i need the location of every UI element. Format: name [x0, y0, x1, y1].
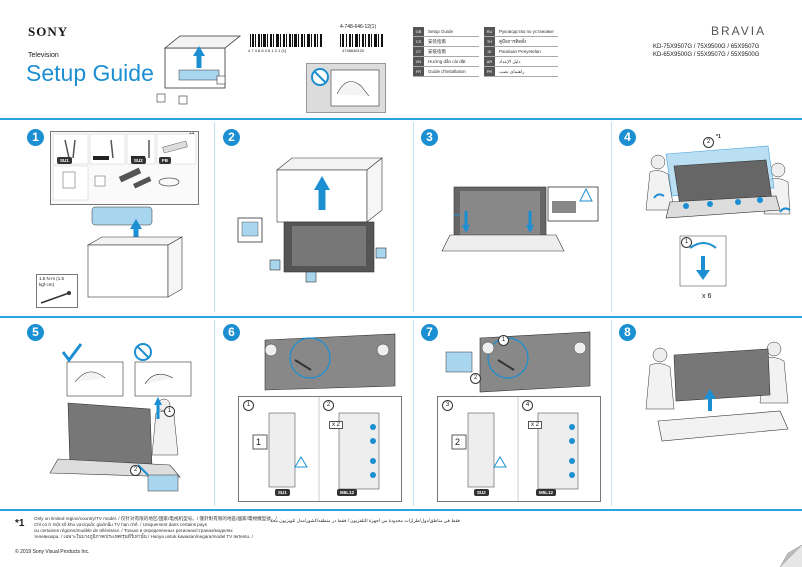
step-6-tag-su1: SU1	[275, 489, 290, 496]
barcode-left-digits: 4 7 4 8 6 4 6 1 2 1 (1)	[248, 48, 287, 53]
step-6-number: 6	[223, 324, 240, 341]
step-1-box-illustration	[86, 206, 184, 298]
header-box-illustration	[156, 35, 242, 105]
footnote-line: ou certaines régions/modèle de téléviseu…	[34, 528, 233, 533]
step-7-overview-illustration	[445, 331, 591, 393]
step-6-multiplier: x 2	[329, 421, 344, 429]
step-2-number: 2	[223, 129, 240, 146]
category-label: Television	[28, 52, 59, 59]
step-7-detail-panel: 3 4 2 x 2 SU2 M5L12	[437, 396, 601, 502]
step-4-star: *1	[716, 134, 721, 140]
step-7-tag-su2: SU2	[474, 489, 489, 496]
model-list-line1: KD-75X9507G / 75X9500G / 65X9507G	[653, 44, 760, 50]
column-divider	[611, 320, 612, 506]
step-6-tag-m5l12: M5L12	[337, 489, 358, 496]
step-5-stand-illustration	[49, 397, 181, 492]
barcode-right-digits: 4748646120	[342, 48, 365, 53]
step-6-badge: 1	[256, 437, 262, 447]
brand-logo: SONY	[28, 24, 69, 39]
footnote-line: Chỉ có ở một số khu vực/quốc gia/mẫu TV …	[34, 522, 207, 527]
column-divider	[214, 122, 215, 312]
model-list-line2: KD-65X9500G / 55X9507G / 55X9500G	[653, 52, 760, 58]
step-7-tag-m5l12: M5L12	[536, 489, 557, 496]
step-7-sub-3: 3	[442, 400, 453, 411]
footnote-mark: *1	[15, 518, 25, 529]
footnote-text: Only on limited region/country/TV model.…	[34, 516, 277, 540]
step-7-callout-1: 1	[498, 335, 509, 346]
barcode-right	[340, 34, 383, 47]
page-curl	[779, 544, 802, 567]
step-8-number: 8	[619, 324, 636, 341]
part-label-su2: SU2	[131, 157, 146, 164]
step-3-tv-base-illustration	[441, 186, 599, 252]
step-4-number: 4	[619, 129, 636, 146]
footnote-line: Only on limited region/country/TV model.…	[34, 516, 277, 521]
step-4-callout-1: 1	[681, 237, 692, 248]
step-6-overview-illustration	[264, 333, 396, 391]
part-label-fb: FB	[159, 157, 171, 164]
step-3-number: 3	[421, 129, 438, 146]
parts-panel: *1 SU1 SU2 FB	[50, 131, 199, 205]
step-8-place-tv-illustration	[645, 341, 789, 442]
column-divider	[413, 320, 414, 506]
column-divider	[611, 122, 612, 312]
step-7-number: 7	[421, 324, 438, 341]
barcode-left	[250, 34, 322, 47]
step-5-ok-ng-illustration	[61, 343, 192, 397]
footnote-arabic: فقط في مناطق/دول/طرازات محدودة من أجهزة …	[270, 518, 460, 523]
row-divider	[0, 316, 802, 318]
footer-divider	[0, 509, 802, 511]
step-5-number: 5	[27, 324, 44, 341]
step-6-detail-panel: 1 2 1 x 2 SU1 M5L12	[238, 396, 402, 502]
step-7-callout-2: 2	[470, 373, 481, 384]
step-5-callout-2: 2	[130, 465, 141, 476]
step-5-callout-1: 1	[164, 406, 175, 417]
column-divider	[413, 122, 414, 312]
torque-spec-box: 1.5 N·m (1.5 kgf·cm)	[36, 274, 78, 308]
step-4-callout-2: 2	[703, 137, 714, 148]
part-number: 4-748-646-12(1)	[340, 24, 377, 30]
torque-spec: 1.5 N·m (1.5 kgf·cm)	[39, 276, 65, 287]
step-4-screw-count: x 6	[702, 293, 712, 300]
part-label-su1: SU1	[57, 157, 72, 164]
page-title: Setup Guide	[26, 60, 154, 86]
header-divider	[0, 118, 802, 120]
caution-illustration	[306, 63, 386, 113]
footnote-line: телевизора. / เฉพาะในบางภูมิภาค/ประเทศ/ร…	[34, 534, 253, 539]
step-6-sub-2: 2	[323, 400, 334, 411]
product-line: BRAVIA	[711, 24, 767, 38]
step-6-sub-1: 1	[243, 400, 254, 411]
step-7-multiplier: x 2	[528, 421, 543, 429]
step-2-unbox-illustration	[237, 157, 387, 283]
step-7-sub-4: 4	[522, 400, 533, 411]
column-divider	[214, 320, 215, 506]
step-4-lift-illustration	[645, 145, 791, 287]
step-7-badge: 2	[455, 437, 461, 447]
copyright: © 2019 Sony Visual Products Inc.	[15, 549, 90, 555]
step-1-number: 1	[27, 129, 44, 146]
